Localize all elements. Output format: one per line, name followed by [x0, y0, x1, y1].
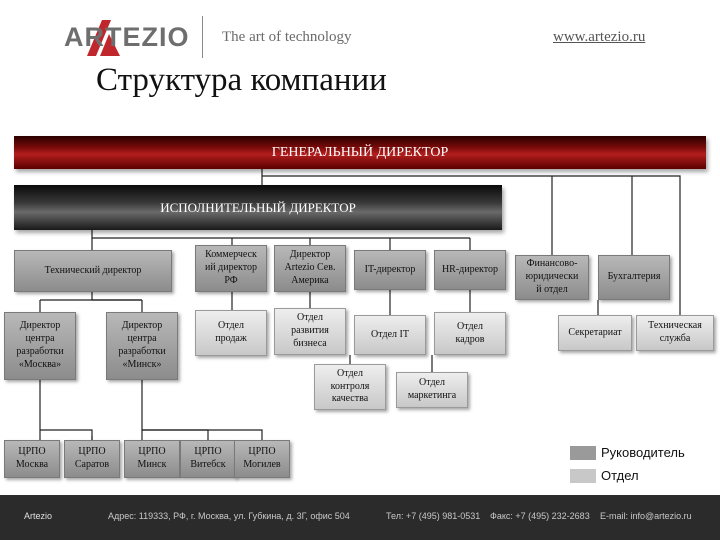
general-director: ГЕНЕРАЛЬНЫЙ ДИРЕКТОР [14, 136, 706, 169]
center-vitebsk: ЦРПО Витебск [180, 440, 236, 478]
tagline: The art of technology [222, 29, 352, 45]
artezio-logo-icon [87, 20, 120, 56]
hr-dept: Отдел кадров [434, 312, 506, 355]
finance-legal-dept: Финансово- юридически й отдел [515, 255, 589, 300]
page-title: Структура компании [96, 62, 387, 98]
legend-head-label: Руководитель [601, 445, 685, 460]
executive-director: ИСПОЛНИТЕЛЬНЫЙ ДИРЕКТОР [14, 185, 502, 230]
quality-control-dept: Отдел контроля качества [314, 364, 386, 410]
legend-head-swatch [570, 446, 596, 460]
hr-director: HR-директор [434, 250, 506, 290]
center-minsk: ЦРПО Минск [124, 440, 180, 478]
footer-fax: Факс: +7 (495) 232-2683 [490, 511, 590, 521]
logo-text: ARTEZIO [64, 22, 190, 52]
technical-service: Техническая служба [636, 315, 714, 351]
footer-phone: Тел: +7 (495) 981-0531 [386, 511, 481, 521]
legend-dept-label: Отдел [601, 468, 639, 483]
it-dept: Отдел IT [354, 315, 426, 355]
business-development-dept: Отдел развития бизнеса [274, 308, 346, 355]
legend-dept-swatch [570, 469, 596, 483]
secretariat: Секретариат [558, 315, 632, 351]
sales-dept: Отдел продаж [195, 310, 267, 356]
center-mogilev: ЦРПО Могилев [234, 440, 290, 478]
commercial-director: Коммерческ ий директор РФ [195, 245, 267, 292]
accounting-dept: Бухгалтерия [598, 255, 670, 300]
footer-address: Адрес: 119333, РФ, г. Москва, ул. Губкин… [108, 511, 350, 521]
footer-company: Artezio [24, 511, 53, 521]
site-url-link[interactable]: www.artezio.ru [553, 29, 646, 45]
center-saratov: ЦРПО Саратов [64, 440, 120, 478]
dev-center-minsk-director: Директор центра разработки «Минск» [106, 312, 178, 380]
header-divider [202, 16, 203, 58]
dev-center-moscow-director: Директор центра разработки «Москва» [4, 312, 76, 380]
marketing-dept: Отдел маркетинга [396, 372, 468, 408]
it-director: IT-директор [354, 250, 426, 290]
technical-director: Технический директор [14, 250, 172, 292]
footer [0, 495, 720, 540]
center-moscow: ЦРПО Москва [4, 440, 60, 478]
footer-email-link[interactable]: E-mail: info@artezio.ru [600, 511, 692, 521]
usa-director: Директор Artezio Сев. Америка [274, 245, 346, 292]
